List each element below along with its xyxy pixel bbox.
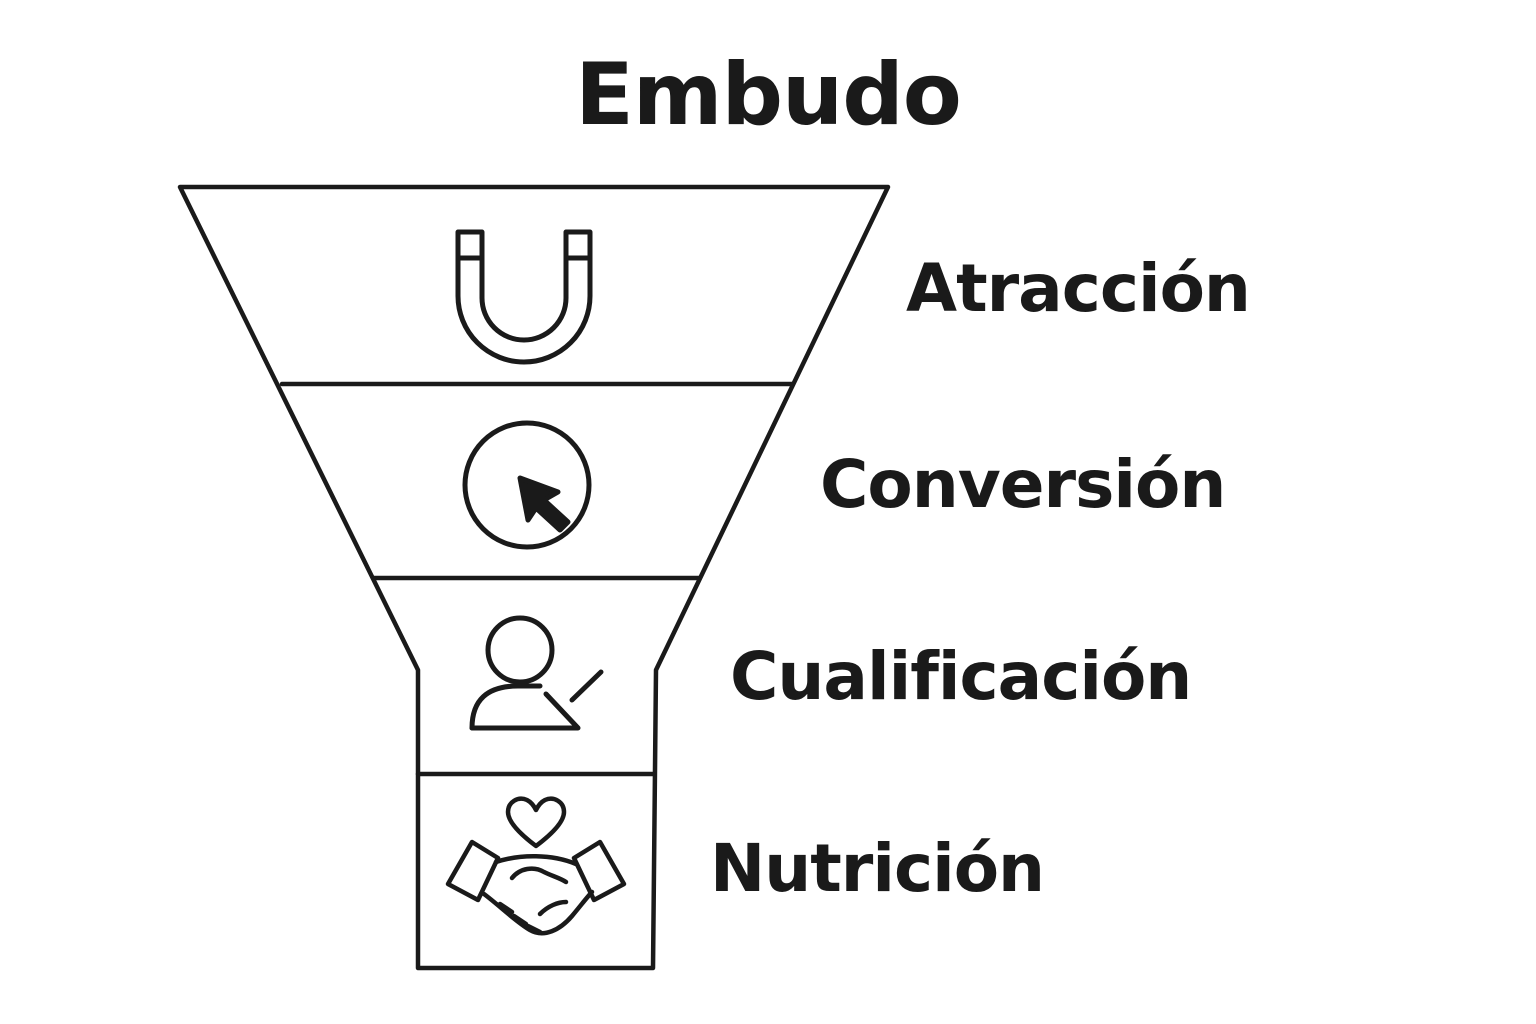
- stage-label-conversion: Conversión: [820, 446, 1226, 523]
- stage-label-cualificacion: Cualificación: [730, 638, 1192, 715]
- stage-label-nutricion: Nutrición: [710, 830, 1045, 907]
- cursor-circle-icon: [462, 420, 592, 550]
- stage-label-atraccion: Atracción: [906, 250, 1251, 327]
- magnet-icon: [455, 229, 593, 365]
- funnel-outline: [177, 184, 891, 971]
- diagram-title: Embudo: [575, 45, 962, 145]
- user-check-icon: [469, 615, 604, 731]
- handshake-heart-icon: [445, 796, 627, 936]
